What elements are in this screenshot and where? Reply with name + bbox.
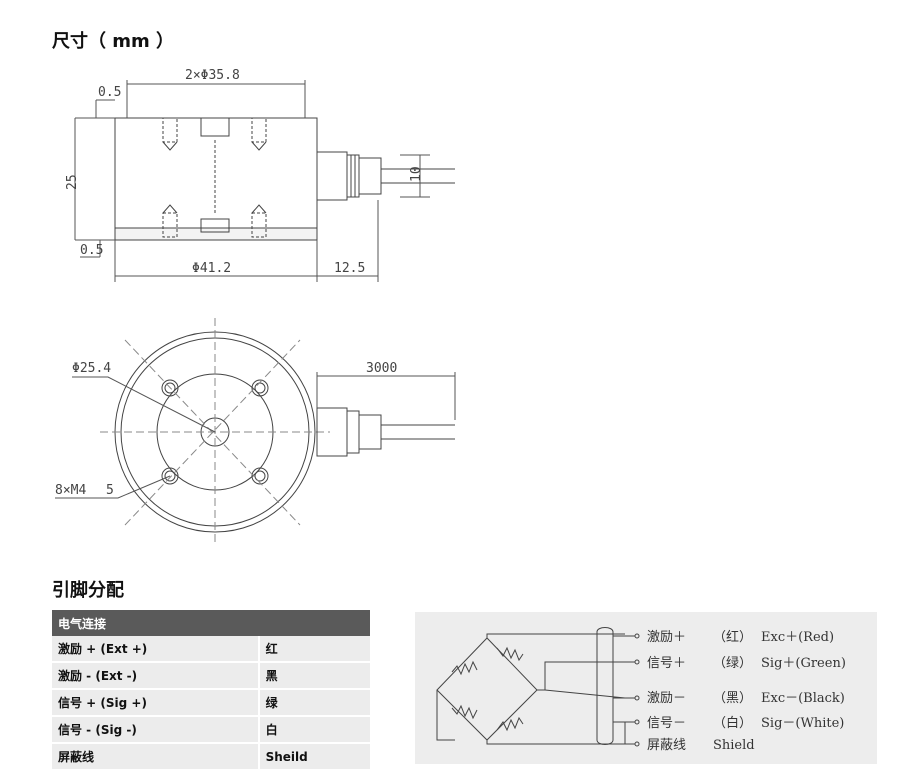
signal-cell: 屏蔽线 xyxy=(52,743,259,771)
signal-cell: 信号 - (Sig -) xyxy=(52,716,259,744)
dim-offset-top: 0.5 xyxy=(98,85,121,100)
wire-color: （绿） xyxy=(713,656,752,671)
dim-body-dia: Φ41.2 xyxy=(192,261,231,276)
wire-label: Sig－(White) xyxy=(761,716,844,731)
pin-table: 电气连接 激励 + (Ext +) 红 激励 - (Ext -) 黑 信号 + … xyxy=(52,610,370,771)
wiring-diagram: 激励＋ （红） Exc＋(Red) 信号＋ （绿） Sig＋(Green) 激励… xyxy=(436,627,846,753)
dim-offset-bottom: 0.5 xyxy=(80,243,103,258)
table-row: 屏蔽线 Sheild xyxy=(52,743,370,771)
dim-height: 25 xyxy=(65,174,80,190)
wire-name: 信号－ xyxy=(647,716,686,731)
color-cell: Sheild xyxy=(257,743,370,771)
signal-cell: 激励 + (Ext +) xyxy=(52,636,259,663)
pinout-heading: 引脚分配 xyxy=(52,580,124,601)
dim-cable-dia: 10 xyxy=(409,166,424,182)
wire-name: 屏蔽线 xyxy=(647,738,686,753)
dim-top-width: 2×Φ35.8 xyxy=(185,68,240,83)
wire-label: Exc＋(Red) xyxy=(761,630,834,645)
dim-threads: 8×M4 xyxy=(55,483,86,498)
dimensions-heading: 尺寸（ mm ） xyxy=(52,31,175,52)
wire-name: 激励＋ xyxy=(647,630,686,645)
dim-inner-dia: Φ25.4 xyxy=(72,361,111,376)
color-cell: 绿 xyxy=(257,689,370,717)
color-cell: 白 xyxy=(257,716,370,744)
signal-cell: 激励 - (Ext -) xyxy=(52,662,259,690)
side-connector xyxy=(316,151,348,201)
table-row: 激励 - (Ext -) 黑 xyxy=(52,662,370,690)
signal-cell: 信号 + (Sig +) xyxy=(52,689,259,717)
pin-table-header: 电气连接 xyxy=(52,610,259,636)
wiring-diagram-panel xyxy=(415,612,877,764)
table-row: 激励 + (Ext +) 红 xyxy=(52,636,370,663)
dim-cable-len: 3000 xyxy=(366,361,397,376)
dim-thread-depth: 5 xyxy=(106,483,114,498)
wire-label: Exc－(Black) xyxy=(761,691,845,706)
table-row: 信号 + (Sig +) 绿 xyxy=(52,689,370,717)
technical-drawing: 2×Φ35.8 0.5 25 0.5 10 Φ41.2 12.5 Φ25.4 3… xyxy=(55,68,456,545)
wire-color: （黑） xyxy=(713,691,752,706)
table-row: 信号 - (Sig -) 白 xyxy=(52,716,370,744)
color-cell: 红 xyxy=(257,636,370,663)
color-cell: 黑 xyxy=(257,662,370,690)
wire-color: （红） xyxy=(713,629,752,645)
wire-label: Sig＋(Green) xyxy=(761,656,846,671)
wire-color: （白） xyxy=(713,715,752,731)
wire-name: 信号＋ xyxy=(647,656,686,671)
dim-connector-len: 12.5 xyxy=(334,261,365,276)
wire-name: 激励－ xyxy=(647,691,686,706)
wire-label: Shield xyxy=(713,738,755,753)
